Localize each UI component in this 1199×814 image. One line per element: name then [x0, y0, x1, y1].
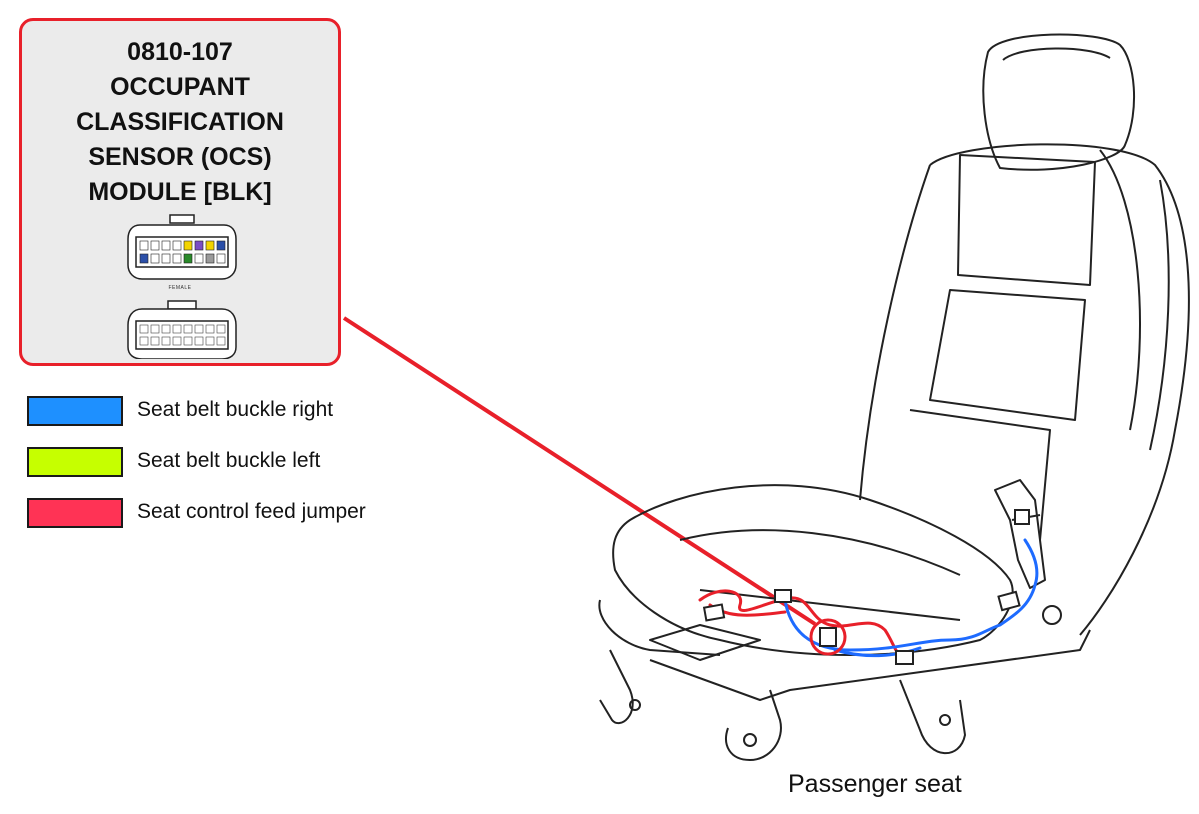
connector-female-label: FEMALE [168, 285, 192, 291]
title-line-5: MODULE [BLK] [88, 178, 272, 206]
seat-outline [598, 33, 1190, 761]
legend-label: Seat belt buckle right [137, 398, 334, 421]
legend-swatch [27, 396, 123, 426]
legend-swatch [27, 447, 123, 477]
connectors [702, 509, 1030, 665]
callout-leader-line [342, 316, 817, 626]
connector-ocs [819, 627, 837, 647]
legend-label: Seat belt buckle left [137, 449, 321, 472]
connector-d [997, 590, 1021, 612]
backrest [929, 143, 1190, 636]
legend-label: Seat control feed jumper [137, 500, 366, 523]
headrest [982, 33, 1135, 171]
callout-title: 0810-107 OCCUPANT CLASSIFICATION SENSOR … [22, 35, 338, 210]
wire-red [698, 589, 907, 660]
seat-cushion [612, 484, 1014, 656]
diagram-caption: Passenger seat [788, 770, 962, 798]
title-line-4: SENSOR (OCS) [88, 143, 272, 171]
title-line-2: OCCUPANT [110, 73, 250, 101]
connector-b [774, 589, 792, 603]
connector-c [895, 650, 914, 665]
ocs-highlight-circle [809, 618, 847, 656]
connector-buckle [1014, 509, 1030, 525]
connector-drawing [127, 214, 237, 359]
title-line-3: CLASSIFICATION [76, 108, 284, 136]
pin-row-bottom [139, 253, 226, 264]
wiring [698, 538, 1039, 660]
pin-row-top [139, 240, 226, 251]
title-line-1: 0810-107 [127, 38, 233, 66]
legend-swatch [27, 498, 123, 528]
ocs-callout-box: 0810-107 OCCUPANT CLASSIFICATION SENSOR … [19, 18, 341, 366]
connector-a [702, 603, 726, 622]
wire-blue [783, 538, 1039, 652]
seat-belt-buckle [994, 479, 1046, 589]
